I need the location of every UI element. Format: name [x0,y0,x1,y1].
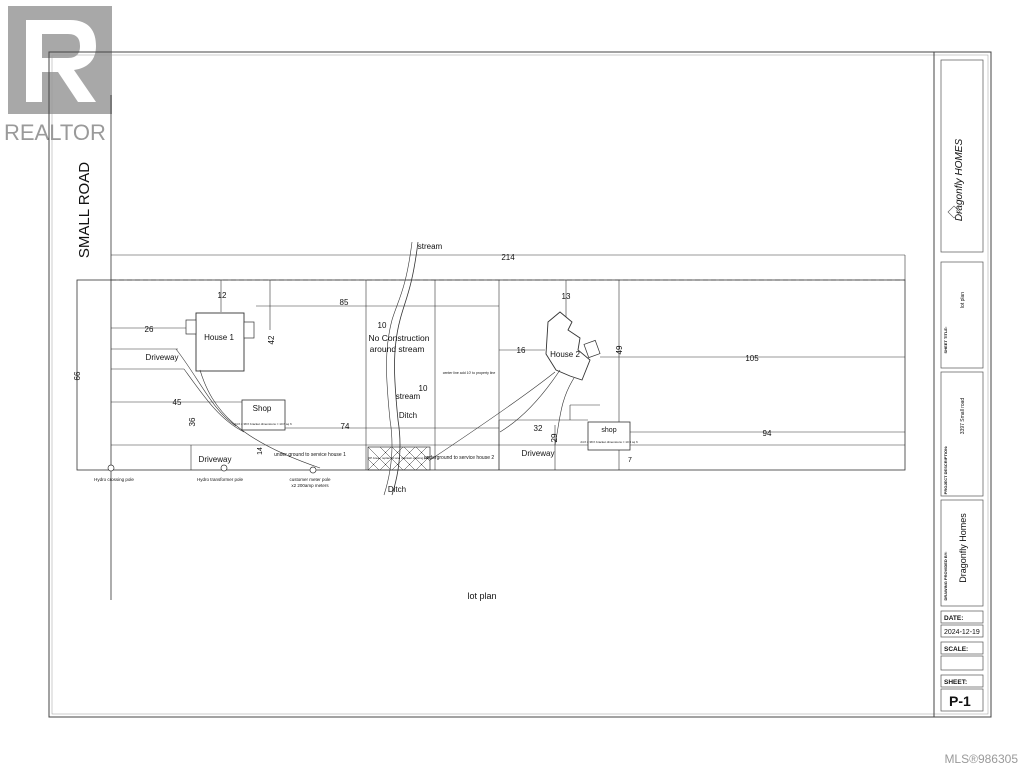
house-1-footprint [195,312,245,372]
drawn-by-box [940,499,984,607]
dim-42: 42 [267,335,276,344]
driveway-1-label: Driveway [146,353,179,362]
center-line-note: center line add 10' to property line [443,371,496,375]
dim-74: 74 [341,422,350,431]
plan-caption: lot plan [467,591,496,601]
dim-12: 12 [218,291,227,300]
dim-14: 14 [257,447,264,455]
house-2-label: House 2 [550,350,580,359]
dim-214: 214 [501,253,515,262]
dim-45: 45 [173,398,182,407]
dim-10b: 10 [419,384,428,393]
drawn-by-value: Dragonfly Homes [958,513,968,583]
no-construction-line2: around stream [370,344,425,354]
driveway-3-label: Driveway [522,449,555,458]
dim-29: 29 [550,433,559,442]
house-2-footprint [545,311,591,381]
dim-105: 105 [745,354,759,363]
no-construction-line1: No Construction [369,333,430,343]
dim-94: 94 [763,429,772,438]
dim-85: 85 [340,298,349,307]
service-line-2 [429,371,556,461]
shop-2-note: 24 ft x 38 ft bracket dimensions = 10 ft… [580,440,637,444]
house-1-label: House 1 [204,333,234,342]
dp-area [367,446,431,471]
scale-value-box [940,655,984,671]
property-line [76,279,906,471]
dim-36: 36 [188,417,197,426]
service-line-1 [199,369,321,469]
sheet-title-label: SHEET TITLE: [943,327,948,354]
hydro-transformer-label: Hydro transformer pole [197,477,244,482]
date-label: DATE: [944,615,963,622]
scale-label: SCALE: [944,646,968,653]
project-label: PROJECT DESCRIPTION: [943,446,948,495]
dim-32: 32 [534,424,543,433]
dim-13: 13 [562,292,571,301]
project-value: 3397 Small road [960,398,966,435]
customer-meter-label: customer meter pole [289,477,331,482]
hydro-crossing-label: Hydro crossing pole [94,477,134,482]
stream-line-2 [383,241,413,496]
mls-number: MLS®986305 [944,752,1018,766]
shop-2-label: shop [601,427,616,434]
dim-7: 7 [628,457,632,464]
sheet-title-box [940,261,984,369]
sheet-label: SHEET: [944,679,967,686]
stream-label: stream [418,242,443,251]
realtor-wordmark: REALTOR [4,120,106,145]
date-value-box [940,624,984,638]
date-value: 2024-12-19 [944,629,980,636]
dragonfly-icon [947,205,961,219]
hydro-transformer-pole-icon [220,464,228,472]
realtor-r-icon [8,6,112,114]
dim-26: 26 [145,325,154,334]
ditch-label: Ditch [399,411,417,420]
drawn-by-label: DRAWING PROVIDED BY: [943,551,948,600]
outer-frame [48,51,992,718]
underground-2-note: underground to service house 2 [424,455,495,461]
customer-meter-label-2: x2 200amp meters [291,483,329,488]
dim-16: 16 [517,346,526,355]
dp-area-note: DP Area - replanted and maintain existin… [368,456,430,460]
logo-box [940,59,984,253]
scale-label-box [940,641,984,655]
driveway-2-label: Driveway [199,455,232,464]
project-box [940,371,984,497]
sheet-value: P-1 [949,693,971,709]
stream-line-1 [391,241,419,496]
customer-meter-pole-icon [309,466,317,474]
date-label-box [940,610,984,624]
realtor-logo: REALTOR [4,6,116,145]
dim-10a: 10 [378,321,387,330]
dim-49: 49 [615,345,624,354]
shop-1-note: 24 ft x 38 ft bracket dimensions = 10 ft… [234,422,291,426]
underground-1-note: under ground to service house 1 [274,452,346,458]
hydro-crossing-pole-icon [107,464,115,472]
company-logo-text: Dragonfly HOMES [954,139,965,222]
road-label: SMALL ROAD [76,162,93,258]
shop-2-footprint [587,421,631,451]
shop-1-footprint [241,399,286,431]
dim-66: 66 [73,371,82,380]
sheet-label-box [940,674,984,688]
sheet-title-value: lot plan [960,292,966,308]
sheet-value-box [940,688,984,712]
stream-mid-label: stream [396,392,421,401]
inner-frame [51,54,989,715]
ditch-bottom-label: Ditch [388,485,406,494]
shop-1-label: Shop [253,404,272,413]
